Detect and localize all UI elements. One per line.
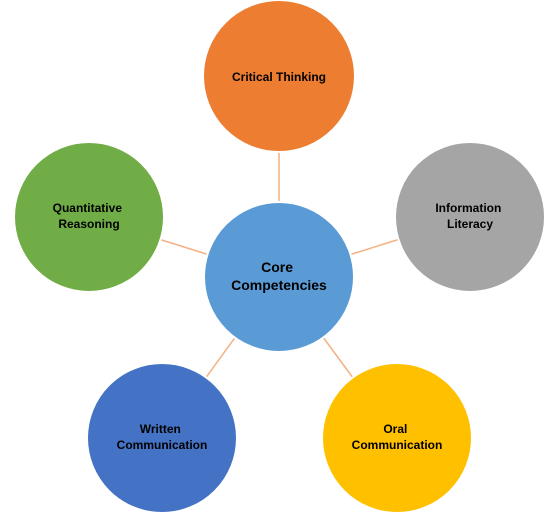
connectors bbox=[160, 152, 399, 378]
oral-communication-label: Oral Communication bbox=[352, 422, 443, 452]
critical-thinking-label: Critical Thinking bbox=[232, 70, 326, 84]
node-quantitative-reasoning: Quantitative Reasoning bbox=[13, 141, 165, 293]
node-written-communication: Written Communication bbox=[86, 362, 238, 514]
node-oral-communication: Oral Communication bbox=[321, 362, 473, 514]
core-competencies-label: Core Competencies bbox=[231, 259, 327, 293]
written-communication-circle bbox=[86, 362, 238, 514]
core-competencies-circle bbox=[203, 201, 355, 353]
connector-quantitative-reasoning bbox=[160, 238, 208, 256]
connector-oral-communication bbox=[322, 337, 354, 378]
node-core-competencies: Core Competencies bbox=[203, 201, 355, 353]
oral-communication-circle bbox=[321, 362, 473, 514]
quantitative-reasoning-circle bbox=[13, 141, 165, 293]
written-communication-label: Written Communication bbox=[117, 422, 208, 452]
node-critical-thinking: Critical Thinking bbox=[202, 0, 356, 153]
information-literacy-label: Information Literacy bbox=[435, 201, 504, 231]
critical-thinking-circle bbox=[202, 0, 356, 153]
quantitative-reasoning-label: Quantitative Reasoning bbox=[53, 201, 126, 231]
node-information-literacy: Information Literacy bbox=[394, 141, 546, 293]
information-literacy-circle bbox=[394, 141, 546, 293]
connector-information-literacy bbox=[350, 238, 399, 256]
connector-written-communication bbox=[205, 337, 236, 378]
